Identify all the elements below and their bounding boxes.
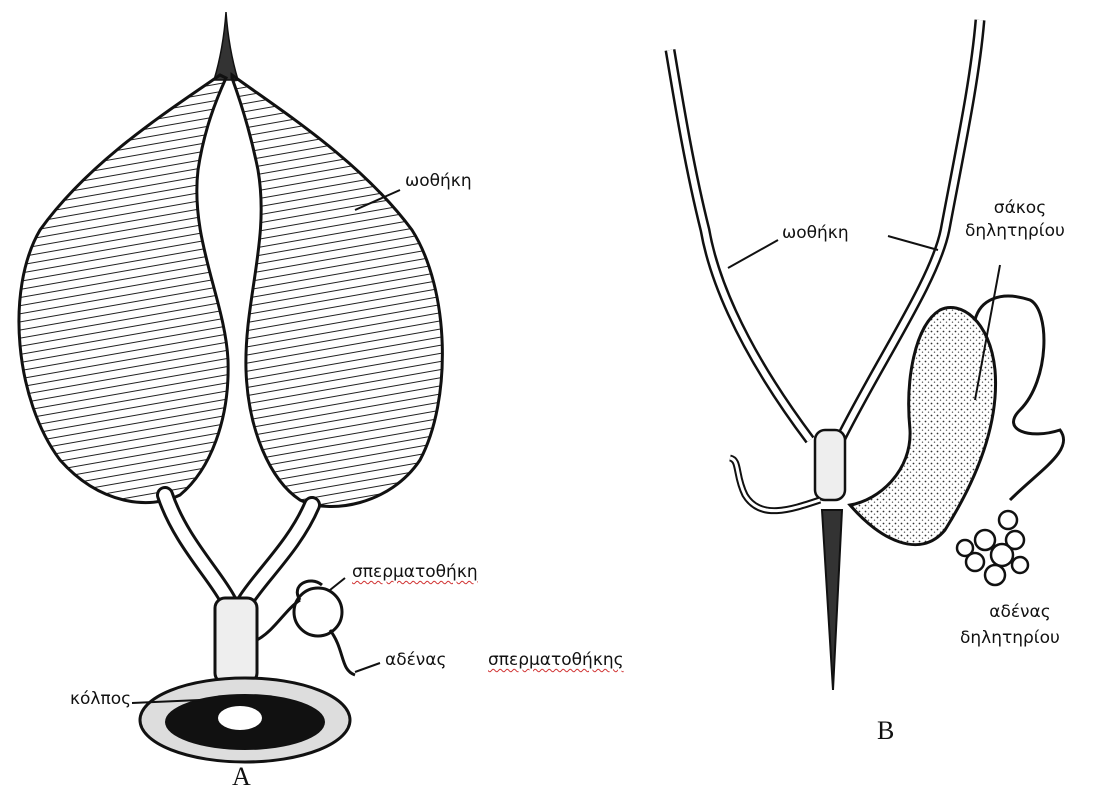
label-ovary-b: ωοθήκη	[782, 224, 849, 244]
venom-gland-coil-b	[957, 511, 1028, 585]
common-oviduct-a	[215, 598, 257, 683]
label-venom-gland-b-2: δηλητηρίου	[960, 629, 1060, 649]
right-ovary-a	[232, 75, 442, 507]
label-spermatheca-gland-a-1: αδένας	[385, 651, 446, 671]
leader-ovary-b-right	[888, 236, 938, 250]
label-vagina-a: κόλπος	[70, 690, 131, 710]
ovary-left-b	[670, 50, 810, 440]
label-venom-sac-b-2: δηλητηρίου	[965, 222, 1065, 242]
leader-gland-a	[355, 663, 380, 672]
sting-b	[822, 510, 842, 690]
label-ovary-a: ωοθήκη	[405, 172, 472, 192]
spermatheca-a	[294, 588, 342, 636]
bursa-a-hole	[218, 706, 262, 730]
panel-letter-a: A	[232, 762, 251, 792]
oviduct-right-a-inner	[246, 505, 312, 600]
label-spermatheca-a: σπερματοθήκη	[352, 563, 478, 583]
ovary-filament-a	[214, 12, 238, 80]
label-venom-sac-b-1: σάκος	[975, 199, 1065, 219]
oviduct-left-a-inner	[165, 495, 228, 600]
leader-spermatheca-a	[330, 578, 345, 590]
leader-ovary-b-left	[728, 240, 778, 268]
oviduct-junction-b	[815, 430, 845, 500]
panel-letter-b: B	[877, 716, 894, 746]
label-spermatheca-gland-a-2: σπερματοθήκης	[488, 651, 624, 671]
left-ovary-a	[19, 75, 228, 503]
panel-a-drawing	[19, 12, 442, 762]
venom-sac-b	[850, 308, 996, 545]
panel-b-drawing	[670, 20, 1064, 690]
label-venom-gland-b-1: αδένας	[965, 603, 1075, 623]
